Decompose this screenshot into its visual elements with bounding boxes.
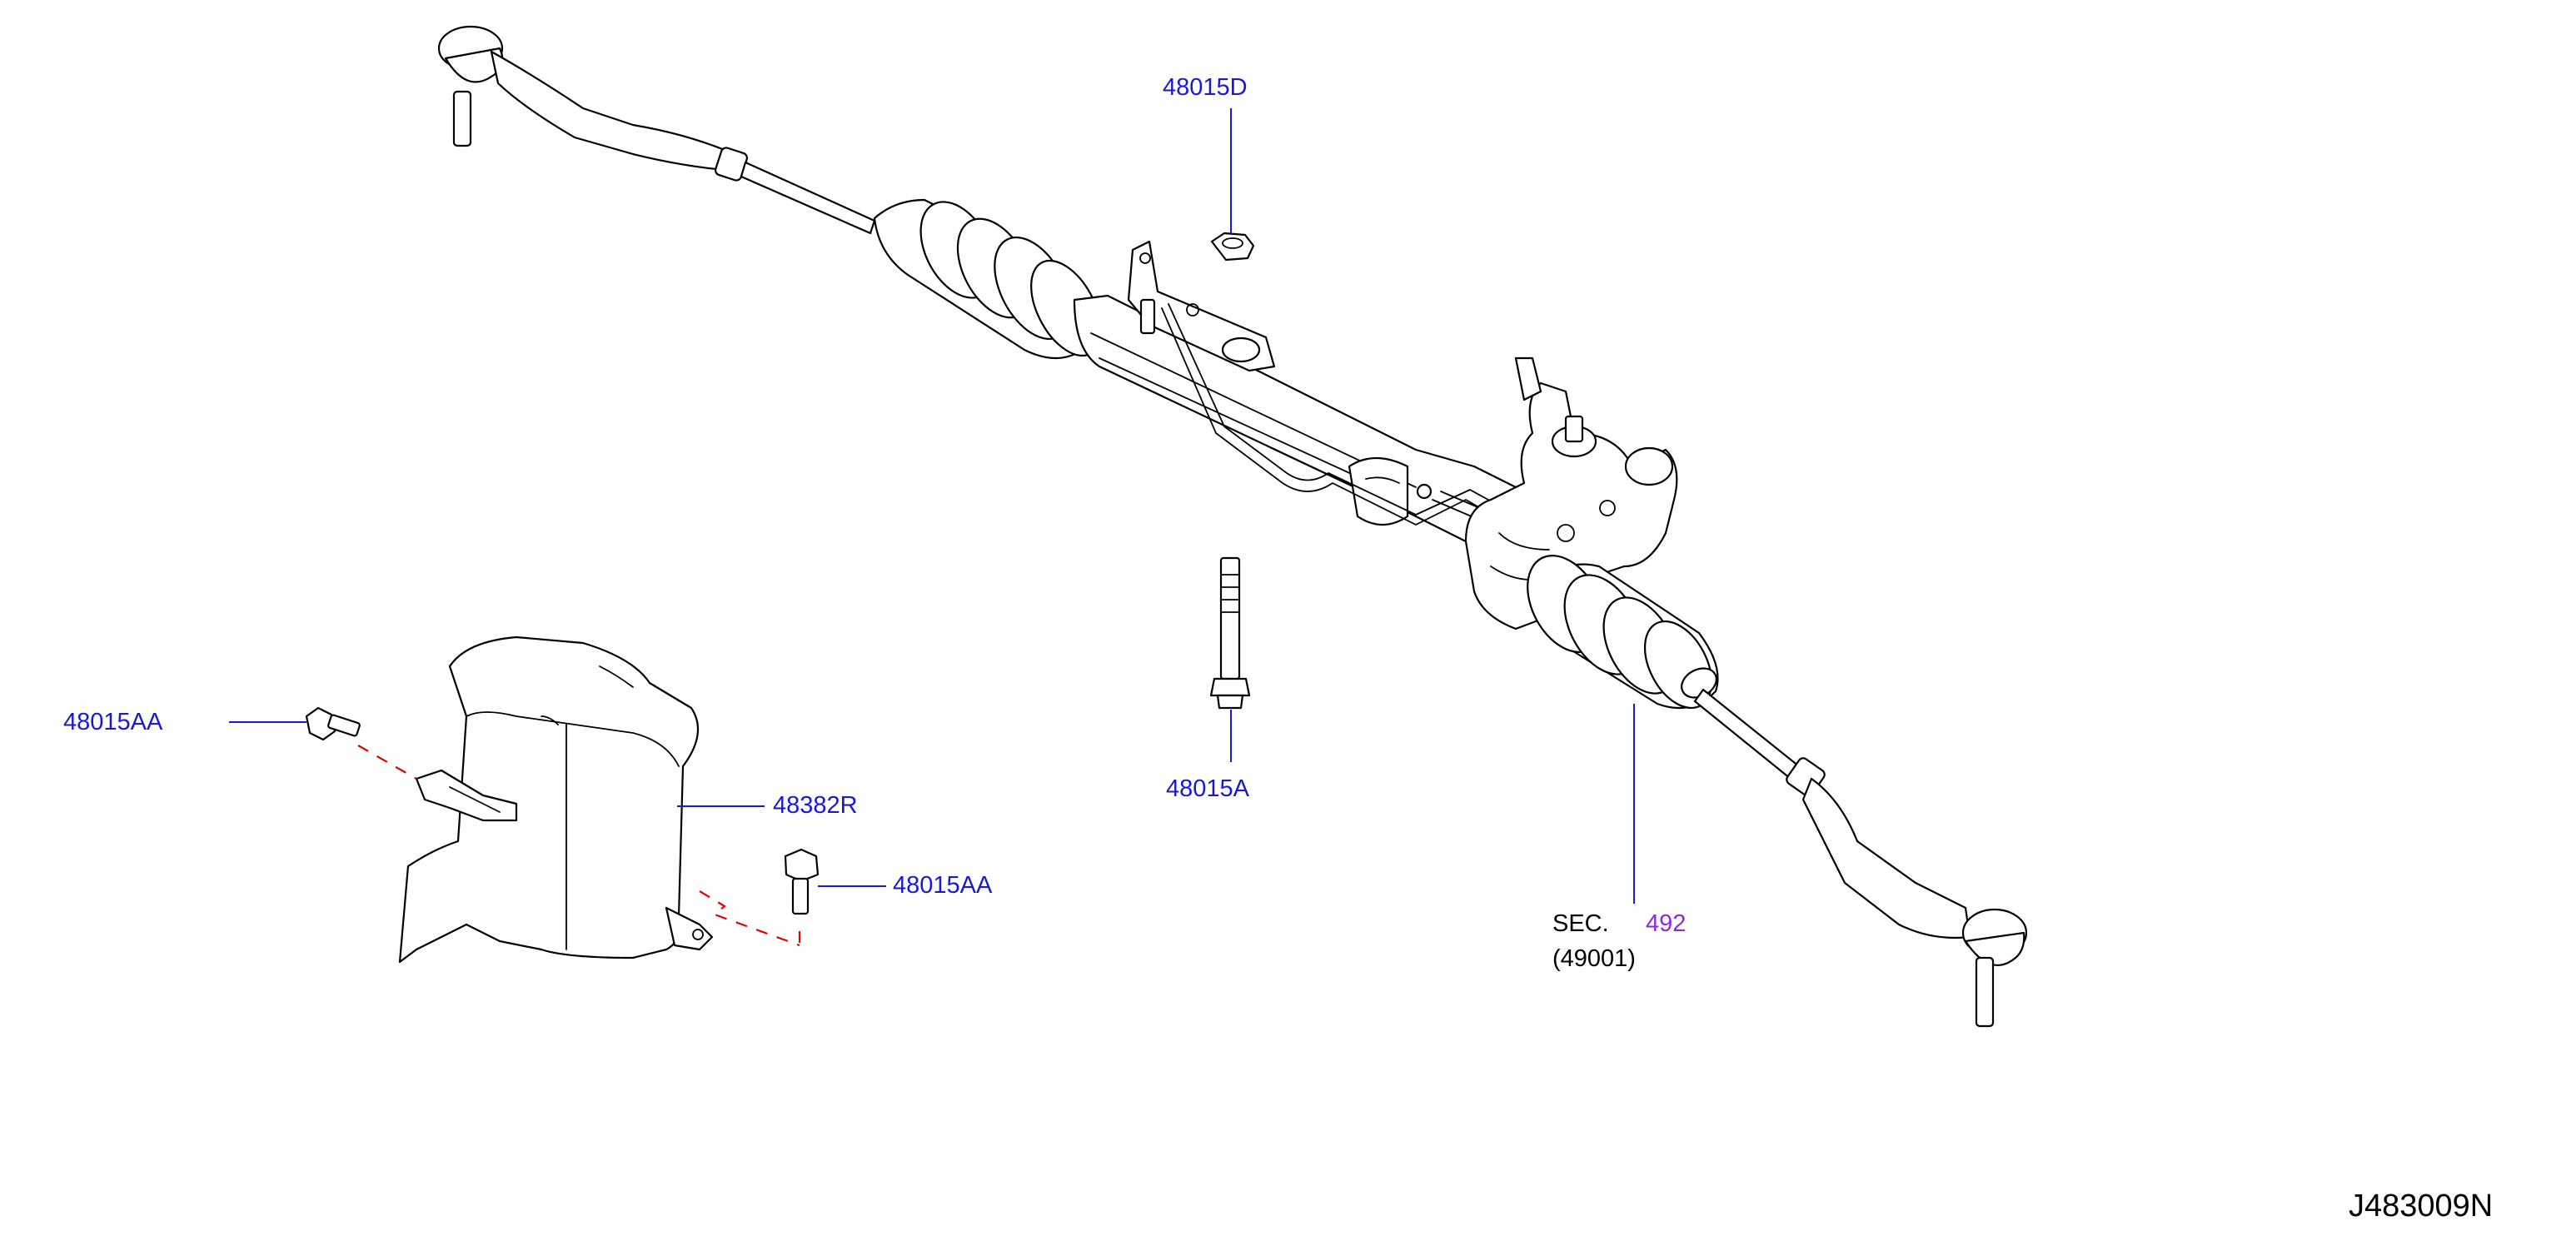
assembly-line-right xyxy=(699,890,800,947)
left-rack-boot xyxy=(873,198,1102,359)
section-number: 492 xyxy=(1646,910,1687,937)
section-prefix: SEC. xyxy=(1552,910,1609,937)
callout-48382R: 48382R xyxy=(773,792,858,819)
assembly-line-left xyxy=(357,745,417,780)
callout-48015D: 48015D xyxy=(1163,74,1248,101)
heat-insulator xyxy=(398,635,714,964)
flange-nut xyxy=(1210,232,1255,262)
callout-48015A: 48015A xyxy=(1166,775,1249,802)
long-bolt xyxy=(1209,556,1251,710)
pinion-valve-body xyxy=(1464,356,1678,630)
left-tie-rod-end xyxy=(437,25,876,235)
flange-bolt-left xyxy=(305,706,361,741)
diagram-code: J483009N xyxy=(2349,1189,2494,1224)
callout-48015AA-right: 48015AA xyxy=(893,872,993,899)
flange-bolt-right xyxy=(784,848,820,915)
section-subcode: (49001) xyxy=(1552,945,1636,972)
callout-48015AA-left: 48015AA xyxy=(63,709,163,735)
right-tie-rod-end xyxy=(1693,688,2028,1028)
